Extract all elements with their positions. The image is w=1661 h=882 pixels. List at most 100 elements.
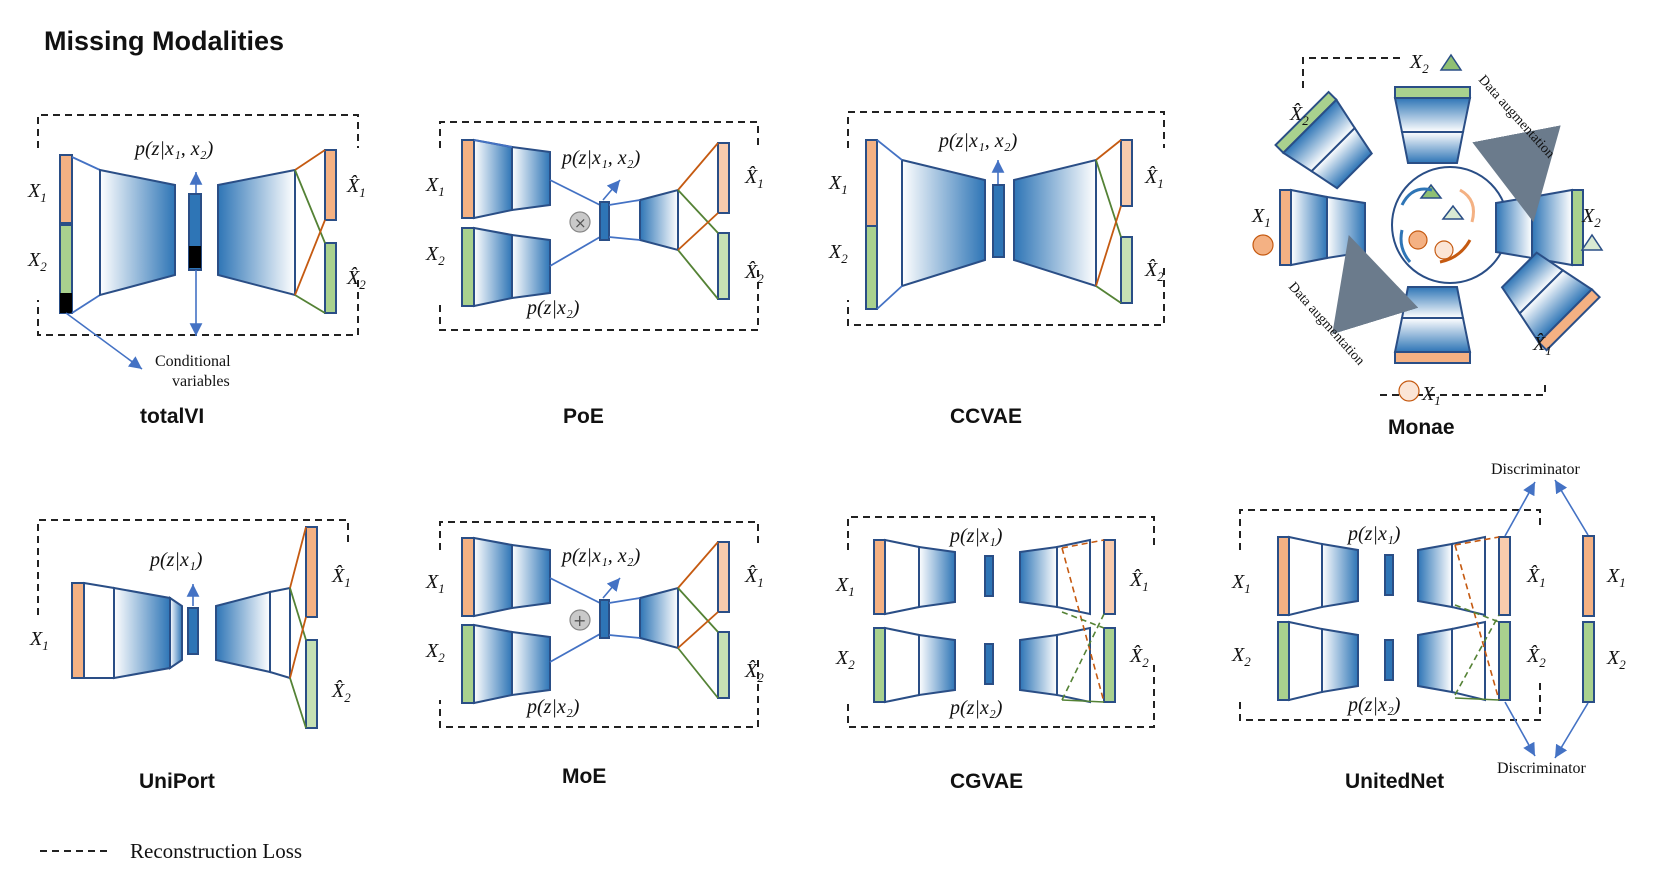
x2-hat-label: X̂2 <box>1289 102 1309 128</box>
output-bar-x1-hat <box>717 541 730 613</box>
input-bar-x1 <box>1279 189 1292 266</box>
x2-label-right: X2 <box>1581 205 1601 230</box>
output-bar-x1-hat <box>717 142 730 214</box>
x1-label: X1 <box>835 574 855 599</box>
decoder-x1-stage2 <box>1056 538 1091 616</box>
output-bar-x2-hat <box>717 631 730 699</box>
x2-hat-label: X̂2 <box>331 679 351 705</box>
conditional-note-line2: variables <box>172 373 230 390</box>
input-bar-x1 <box>59 154 73 224</box>
x1-label: X1 <box>425 571 445 596</box>
circle-icon-left <box>1252 234 1274 256</box>
conditional-note-line1: Conditional <box>155 353 231 370</box>
encoder-x1-outer <box>1290 188 1328 267</box>
encoder-x1-stage2 <box>918 545 956 609</box>
encoder-x2-stage1 <box>1288 620 1323 702</box>
x1-hat-label: X̂1 <box>744 165 764 191</box>
input-bar-x1 <box>71 582 85 679</box>
encoder-x2-outer <box>473 226 513 308</box>
encoder-block <box>99 168 176 297</box>
caption-unitednet: UnitedNet <box>1345 770 1444 793</box>
x1-label-left: X1 <box>1251 205 1271 230</box>
figure-title: Missing Modalities <box>44 26 284 56</box>
decoder-x2-stage2 <box>1056 626 1091 704</box>
encoder-x1-inner <box>1326 195 1366 260</box>
output-bar-x1-bottom <box>1394 351 1471 364</box>
encoder-top-outer <box>1393 97 1472 133</box>
x1-real-label: X1 <box>1606 565 1626 590</box>
x2-label-top: X2 <box>1409 51 1429 76</box>
x1-label: X1 <box>1231 571 1251 596</box>
triangle-icon-top <box>1439 53 1463 71</box>
triangle-light-icon-right <box>1580 233 1604 251</box>
x1-label: X1 <box>828 172 848 197</box>
latent-top-label: p(z|x₁) <box>1346 523 1401 545</box>
discriminator-arrow-top-right <box>1554 479 1589 536</box>
caption-moe: MoE <box>562 765 606 788</box>
product-operator-glyph: × <box>574 214 587 232</box>
latent-label: p(z|x₁, x₂) <box>560 545 641 567</box>
x2-label: X2 <box>1231 644 1251 669</box>
x1-label-bottom: X1 <box>1421 383 1441 408</box>
encoder-x1-inner <box>511 145 551 212</box>
x2-hat-label: X̂2 <box>346 266 366 292</box>
caption-ccvae: CCVAE <box>950 405 1022 428</box>
latent-bar <box>599 599 610 639</box>
x1-hat-label: X̂1 <box>744 564 764 590</box>
decoder-top-left-inner <box>1310 126 1374 190</box>
reconstruction-loss-path-bottom <box>1380 380 1546 396</box>
input-bar-x1 <box>865 139 878 227</box>
decoder-block <box>1013 158 1097 288</box>
reconstruction-loss-path-top <box>1302 57 1400 88</box>
encoder-x1-stage2 <box>1321 542 1359 609</box>
latent-arrow <box>602 179 621 201</box>
panel-totalvi: p(z|x₁, x₂) X1 X2 X̂1 X̂2 Conditional va… <box>27 114 366 428</box>
x1-hat-label: X̂1 <box>346 174 366 200</box>
output-bar-x2-hat <box>1103 627 1116 703</box>
input-bar-x2 <box>1277 621 1290 701</box>
discriminator-arrow-top-left <box>1504 481 1536 537</box>
real-bar-x1 <box>1582 535 1595 617</box>
latent-arrow <box>602 577 621 599</box>
latent-label: p(z|x₁) <box>148 549 203 571</box>
x2-label: X2 <box>425 243 445 268</box>
panel-cgvae: p(z|x₁) p(z|x₂) X1 X2 X̂1 X̂2 CGVAE <box>835 516 1155 793</box>
decoder-block <box>215 590 271 674</box>
x2-label: X2 <box>27 249 47 274</box>
output-bar-x1-hat <box>1103 539 1116 615</box>
output-bar-x2-hat <box>717 232 730 300</box>
caption-cgvae: CGVAE <box>950 770 1023 793</box>
decoder-x1-stage2 <box>1451 535 1486 617</box>
panel-moe: + p(z|x₁, x₂) p(z|x₂) X1 X2 X̂1 X̂2 MoE <box>425 521 764 788</box>
x1-hat-label: X̂1 <box>1129 568 1149 594</box>
decoder-x2-inner <box>1495 195 1533 260</box>
x2-hat-label: X̂2 <box>1526 644 1546 670</box>
triangle-light-icon <box>1441 204 1465 220</box>
decoder-block <box>639 586 679 650</box>
latent-bar-x1 <box>984 555 994 597</box>
x1-hat-label: X̂1 <box>1532 332 1552 358</box>
x2-hat-label: X̂2 <box>744 659 764 685</box>
x1-label: X1 <box>29 628 49 653</box>
discriminator-arrow-bottom-left <box>1504 701 1536 757</box>
encoder-inner <box>169 596 183 670</box>
input-bar-x2-top <box>1394 86 1471 99</box>
conditional-variable-block <box>60 293 72 313</box>
mixture-operator-glyph: + <box>573 611 586 630</box>
output-bar-x1-hat <box>1120 139 1133 207</box>
latent-bottom-label: p(z|x₂) <box>1346 694 1401 716</box>
augmentation-label-bottom: Data augmentation <box>1285 280 1367 369</box>
output-bar-x1-hat <box>1498 536 1511 616</box>
x1-label: X1 <box>425 174 445 199</box>
latent-bar-x2 <box>984 643 994 685</box>
encoder-x2-stage2 <box>918 633 956 697</box>
reconstruction-loss-path <box>1239 509 1541 721</box>
panel-poe: × p(z|x₁, x₂) p(z|x₂) X1 X2 X̂1 X̂2 PoE <box>425 121 764 428</box>
panel-ccvae: p(z|x₁, x₂) X1 X2 X̂1 X̂2 CCVAE <box>828 111 1165 428</box>
x2-label: X2 <box>828 241 848 266</box>
x2-hat-label: X̂2 <box>1129 644 1149 670</box>
real-bar-x2 <box>1582 621 1595 703</box>
output-bar-x2 <box>1571 189 1584 266</box>
decoder-output-stage <box>269 586 291 680</box>
decoder-x2-stage1 <box>1417 627 1453 694</box>
